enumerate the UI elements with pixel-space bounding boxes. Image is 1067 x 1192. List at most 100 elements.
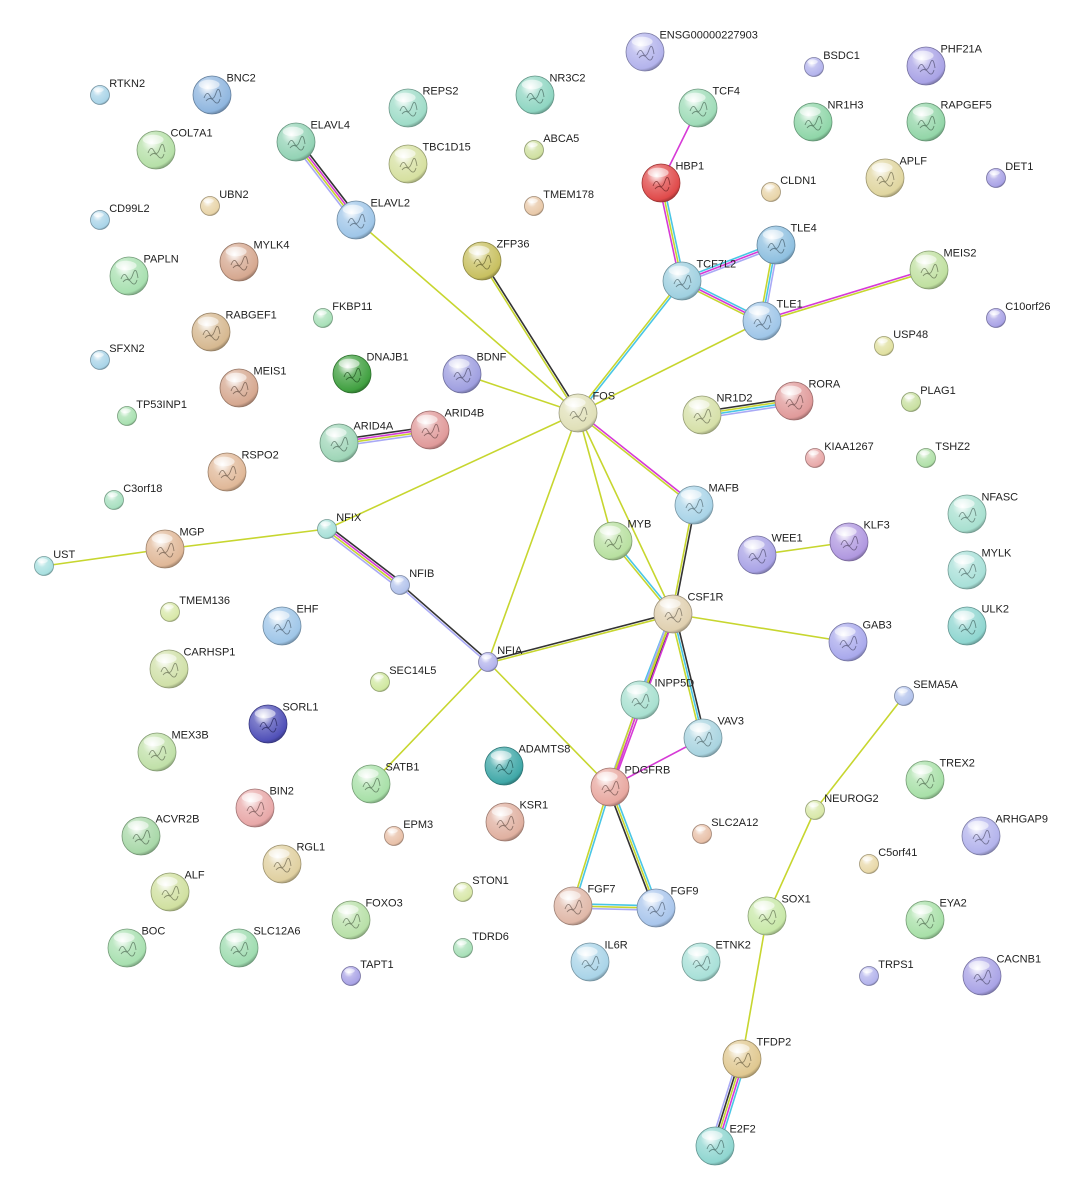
edge-fos-nfix[interactable] (326, 412, 579, 530)
node-sema5a[interactable]: SEMA5A (894, 679, 959, 706)
node-acvr2b[interactable]: ACVR2B (121, 814, 199, 856)
node-adamts8[interactable]: ADAMTS8 (484, 744, 570, 786)
node-etnk2[interactable]: ETNK2 (681, 940, 751, 982)
node-boc[interactable]: BOC (107, 926, 165, 968)
node-satb1[interactable]: SATB1 (351, 762, 419, 804)
edge-fos-nfia[interactable] (487, 412, 579, 663)
node-neurog2[interactable]: NEUROG2 (805, 793, 879, 820)
edge-fos-csf1r[interactable] (577, 412, 674, 615)
node-foxo3[interactable]: FOXO3 (331, 898, 403, 940)
node-sfxn2[interactable]: SFXN2 (90, 343, 145, 370)
node-tmem136[interactable]: TMEM136 (160, 595, 230, 622)
node-pdgfrb[interactable]: PDGFRB (590, 765, 670, 807)
node-kiaa1267[interactable]: KIAA1267 (805, 441, 874, 468)
node-arhgap9[interactable]: ARHGAP9 (961, 814, 1048, 856)
node-klf3[interactable]: KLF3 (829, 520, 890, 562)
node-vav3[interactable]: VAV3 (683, 716, 744, 758)
node-cd99l2[interactable]: CD99L2 (90, 203, 150, 230)
node-rora[interactable]: RORA (774, 379, 841, 421)
edge-nfia-satb1[interactable] (370, 661, 489, 785)
node-rapgef5[interactable]: RAPGEF5 (906, 100, 992, 142)
node-papln[interactable]: PAPLN (109, 254, 179, 296)
node-nr1d2[interactable]: NR1D2 (682, 393, 753, 435)
node-abca5[interactable]: ABCA5 (524, 133, 580, 160)
node-rtkn2[interactable]: RTKN2 (90, 78, 146, 105)
node-nr3c2[interactable]: NR3C2 (515, 73, 586, 115)
edge-fos-tle1[interactable] (577, 320, 763, 414)
edge-pdgfrb-fgf7[interactable] (571, 786, 612, 907)
node-tapt1[interactable]: TAPT1 (341, 959, 394, 986)
node-bsdc1[interactable]: BSDC1 (804, 50, 860, 77)
node-tdrd6[interactable]: TDRD6 (453, 931, 509, 958)
node-mylk[interactable]: MYLK (947, 548, 1012, 590)
node-c10orf26[interactable]: C10orf26 (986, 301, 1051, 328)
node-csf1r[interactable]: CSF1R (653, 592, 724, 634)
node-nfix[interactable]: NFIX (317, 512, 362, 539)
edge-ust-mgp[interactable] (43, 548, 166, 567)
node-ulk2[interactable]: ULK2 (947, 604, 1009, 646)
node-il6r[interactable]: IL6R (570, 940, 628, 982)
node-c3orf18[interactable]: C3orf18 (104, 483, 163, 510)
node-eya2[interactable]: EYA2 (905, 898, 967, 940)
node-fos[interactable]: FOS (558, 391, 615, 433)
node-ubn2[interactable]: UBN2 (200, 189, 249, 216)
node-meis2[interactable]: MEIS2 (909, 248, 976, 290)
node-elavl4[interactable]: ELAVL4 (276, 120, 350, 162)
node-alf[interactable]: ALF (150, 870, 205, 912)
node-fgf7[interactable]: FGF7 (553, 884, 616, 926)
edge-zfp36-fos[interactable] (480, 259, 580, 415)
node-gab3[interactable]: GAB3 (828, 620, 892, 662)
node-nr1h3[interactable]: NR1H3 (793, 100, 864, 142)
edge-pdgfrb-fgf9[interactable] (607, 785, 659, 910)
node-ehf[interactable]: EHF (262, 604, 319, 646)
node-rabgef1[interactable]: RABGEF1 (191, 310, 277, 352)
node-wee1[interactable]: WEE1 (737, 533, 803, 575)
edge-nfib-nfia[interactable] (398, 583, 490, 664)
node-tmem178[interactable]: TMEM178 (524, 189, 594, 216)
node-ensg[interactable]: ENSG00000227903 (625, 30, 758, 72)
edge-csf1r-vav3[interactable] (670, 613, 706, 739)
edge-tcf7l2-fos[interactable] (576, 279, 684, 415)
node-tfdp2[interactable]: TFDP2 (722, 1037, 791, 1079)
node-ston1[interactable]: STON1 (453, 875, 509, 902)
edge-sema5a-neurog2[interactable] (814, 695, 905, 811)
edge-fos-myb[interactable] (577, 412, 614, 542)
node-ust[interactable]: UST (34, 549, 76, 576)
edge-elavl2-fos[interactable] (355, 219, 579, 414)
node-arid4b[interactable]: ARID4B (410, 408, 484, 450)
node-tshz2[interactable]: TSHZ2 (916, 441, 971, 468)
edge-sox1-tfdp2[interactable] (741, 915, 768, 1060)
node-rspo2[interactable]: RSPO2 (207, 450, 279, 492)
node-myb[interactable]: MYB (593, 519, 651, 561)
node-nfia[interactable]: NFIA (478, 645, 523, 672)
node-trex2[interactable]: TREX2 (905, 758, 975, 800)
node-tbc1d15[interactable]: TBC1D15 (388, 142, 471, 184)
node-tle1[interactable]: TLE1 (742, 299, 803, 341)
edge-nfix-nfib[interactable] (324, 525, 403, 589)
node-mafb[interactable]: MAFB (674, 483, 739, 525)
node-sox1[interactable]: SOX1 (747, 894, 811, 936)
node-tcf7l2[interactable]: TCF7L2 (662, 259, 736, 301)
node-sorl1[interactable]: SORL1 (248, 702, 319, 744)
node-slc2a12[interactable]: SLC2A12 (692, 817, 759, 844)
node-usp48[interactable]: USP48 (874, 329, 929, 356)
node-inpp5d[interactable]: INPP5D (620, 678, 694, 720)
node-arid4a[interactable]: ARID4A (319, 421, 394, 463)
node-carhsp1[interactable]: CARHSP1 (149, 647, 235, 689)
node-sec14l5[interactable]: SEC14L5 (370, 665, 437, 692)
edge-bdnf-fos[interactable] (461, 373, 579, 414)
edge-tle1-meis2[interactable] (761, 268, 930, 323)
edge-nfia-csf1r[interactable] (487, 612, 674, 664)
edge-csf1r-gab3[interactable] (672, 613, 849, 643)
node-reps2[interactable]: REPS2 (388, 86, 459, 128)
node-slc12a6[interactable]: SLC12A6 (219, 926, 301, 968)
edge-mgp-nfix[interactable] (164, 528, 328, 550)
node-meis1[interactable]: MEIS1 (219, 366, 286, 408)
node-bin2[interactable]: BIN2 (235, 786, 294, 828)
node-rgl1[interactable]: RGL1 (262, 842, 325, 884)
node-mylk4[interactable]: MYLK4 (219, 240, 290, 282)
node-tle4[interactable]: TLE4 (756, 223, 817, 265)
node-cldn1[interactable]: CLDN1 (761, 175, 817, 202)
node-det1[interactable]: DET1 (986, 161, 1034, 188)
node-trps1[interactable]: TRPS1 (859, 959, 914, 986)
